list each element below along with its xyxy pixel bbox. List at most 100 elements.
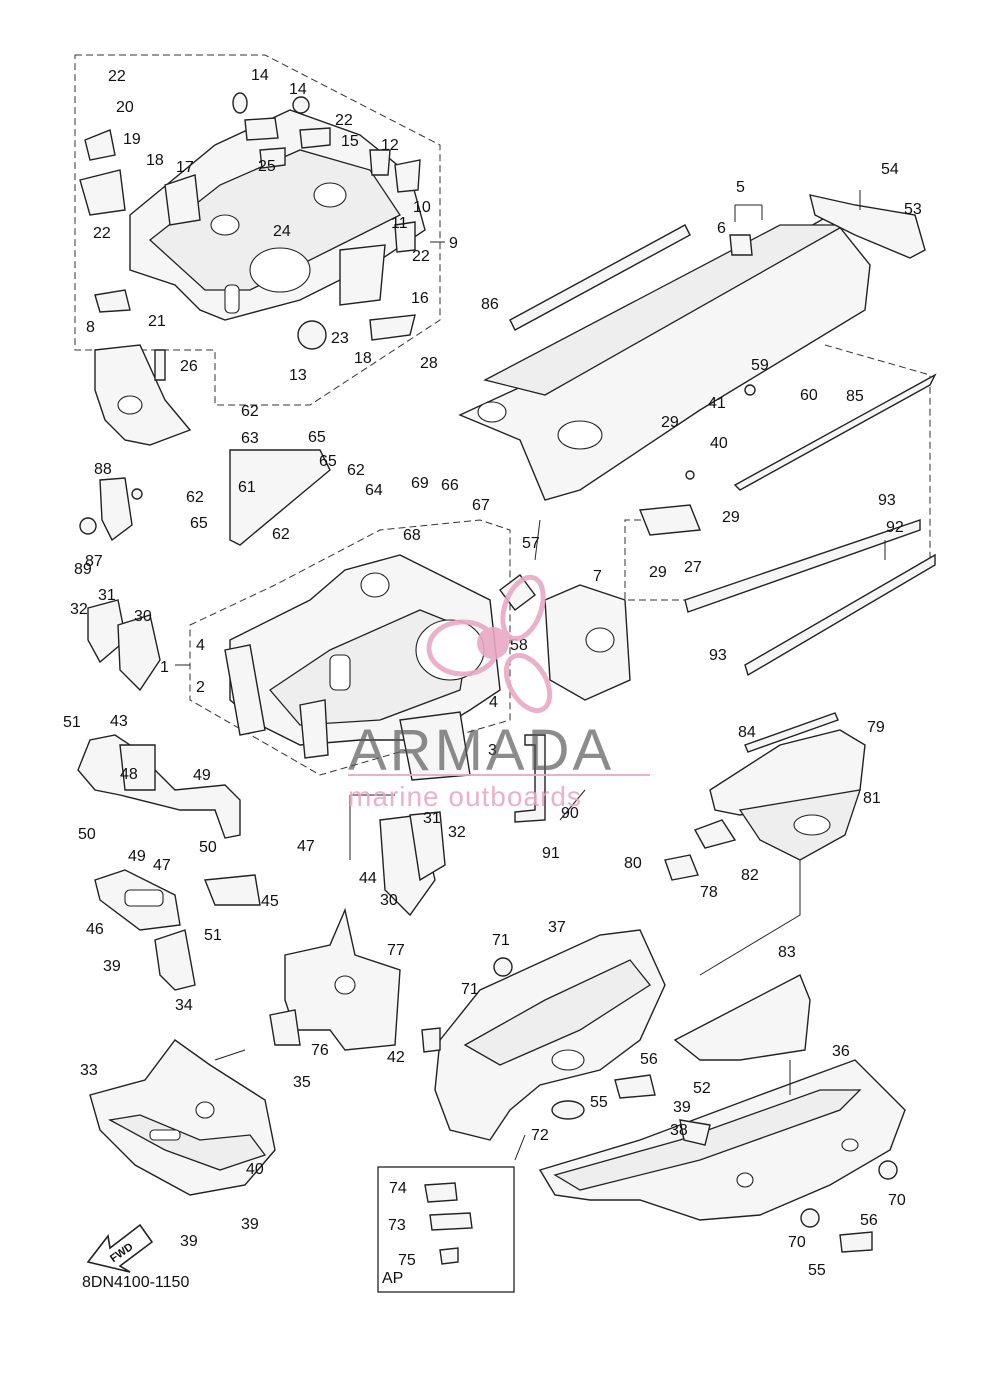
inset-label: AP [382, 1270, 403, 1287]
callout-46: 46 [86, 921, 104, 938]
callout-75: 75 [398, 1252, 416, 1269]
callout-22: 22 [412, 248, 430, 265]
callout-92: 92 [886, 519, 904, 536]
callout-69: 69 [411, 475, 429, 492]
callout-40: 40 [710, 435, 728, 452]
callout-67: 67 [472, 497, 490, 514]
callout-78: 78 [700, 884, 718, 901]
callout-70: 70 [888, 1192, 906, 1209]
callout-30: 30 [380, 892, 398, 909]
callout-42: 42 [387, 1049, 405, 1066]
callout-18: 18 [354, 350, 372, 367]
callout-47: 47 [153, 857, 171, 874]
callout-47: 47 [297, 838, 315, 855]
callout-65: 65 [319, 453, 337, 470]
callout-41: 41 [708, 395, 726, 412]
callout-74: 74 [389, 1180, 407, 1197]
callout-9: 9 [449, 235, 458, 252]
callout-40: 40 [246, 1161, 264, 1178]
callout-8: 8 [86, 319, 95, 336]
callout-2: 2 [196, 679, 205, 696]
watermark: ARMADA marine outboards [348, 574, 650, 812]
callout-20: 20 [116, 99, 134, 116]
callout-65: 65 [308, 429, 326, 446]
callout-48: 48 [120, 766, 138, 783]
callout-61: 61 [238, 479, 256, 496]
callout-66: 66 [441, 477, 459, 494]
callout-1: 1 [160, 659, 169, 676]
callout-51: 51 [63, 714, 81, 731]
callout-91: 91 [542, 845, 560, 862]
callout-29: 29 [722, 509, 740, 526]
callout-88: 88 [94, 461, 112, 478]
callout-11: 11 [391, 215, 408, 232]
callout-62: 62 [241, 403, 259, 420]
callout-45: 45 [261, 893, 279, 910]
callout-58: 58 [510, 637, 528, 654]
callout-76: 76 [311, 1042, 329, 1059]
callout-3: 3 [488, 742, 497, 759]
callout-51: 51 [204, 927, 222, 944]
callout-84: 84 [738, 724, 756, 741]
callout-70: 70 [788, 1234, 806, 1251]
callout-93: 93 [709, 647, 727, 664]
callout-21: 21 [148, 313, 166, 330]
callout-14: 14 [289, 81, 307, 98]
callout-29: 29 [649, 564, 667, 581]
callout-50: 50 [199, 839, 217, 856]
front-frame-assembly [79, 92, 426, 350]
callout-4: 4 [196, 637, 205, 654]
callout-16: 16 [411, 290, 429, 307]
callout-22: 22 [108, 68, 126, 85]
callout-33: 33 [80, 1062, 98, 1079]
callout-28: 28 [420, 355, 438, 372]
bracket-90 [514, 734, 546, 823]
callout-35: 35 [293, 1074, 311, 1091]
callout-54: 54 [881, 161, 899, 178]
fwd-arrow-icon: FWD [86, 1223, 154, 1273]
callout-36: 36 [832, 1043, 850, 1060]
hood-33 [89, 1039, 276, 1196]
callout-62: 62 [272, 526, 290, 543]
callout-7: 7 [593, 568, 602, 585]
callout-86: 86 [481, 296, 499, 313]
callout-39: 39 [180, 1233, 198, 1250]
propeller-logo-icon [426, 574, 553, 713]
rear-panels [664, 712, 866, 881]
callout-71: 71 [461, 981, 479, 998]
callout-50: 50 [78, 826, 96, 843]
callout-12: 12 [381, 137, 399, 154]
callout-29: 29 [661, 414, 679, 431]
callout-19: 19 [123, 131, 141, 148]
callout-25: 25 [258, 158, 276, 175]
callout-27: 27 [684, 559, 702, 576]
deck-plate-assembly [458, 194, 937, 677]
callout-79: 79 [867, 719, 885, 736]
callout-81: 81 [863, 790, 881, 807]
callout-71: 71 [492, 932, 510, 949]
callout-4: 4 [489, 694, 498, 711]
callout-93: 93 [878, 492, 896, 509]
callout-53: 53 [904, 201, 922, 218]
callout-49: 49 [193, 767, 211, 784]
lower-hull-panels [421, 929, 906, 1253]
main-frame-1 [224, 449, 631, 781]
callout-15: 15 [341, 133, 359, 150]
callout-38: 38 [670, 1122, 688, 1139]
callout-14: 14 [251, 67, 269, 84]
callout-22: 22 [93, 225, 111, 242]
callout-62: 62 [347, 462, 365, 479]
ap-inset: AP [377, 1166, 515, 1293]
callout-87: 87 [85, 553, 103, 570]
callout-37: 37 [548, 919, 566, 936]
callout-32: 32 [448, 824, 466, 841]
callout-39: 39 [103, 958, 121, 975]
callout-10: 10 [413, 199, 431, 216]
callout-63: 63 [241, 430, 259, 447]
callout-5: 5 [736, 179, 745, 196]
watermark-brand: ARMADA [348, 718, 614, 783]
callout-55: 55 [808, 1262, 826, 1279]
callout-80: 80 [624, 855, 642, 872]
callout-13: 13 [289, 367, 307, 384]
watermark-tagline: marine outboards [348, 781, 582, 812]
